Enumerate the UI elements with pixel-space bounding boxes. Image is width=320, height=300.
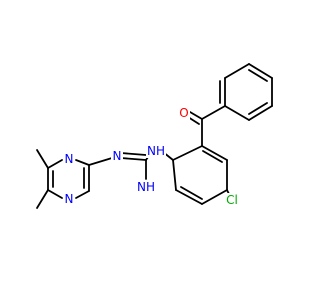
atom-n-pyrimidine-bottom: N (65, 192, 74, 206)
bond (120, 152, 147, 156)
bond (47, 189, 63, 199)
bond (180, 186, 203, 200)
bond (172, 159, 177, 191)
bond (75, 159, 90, 166)
bond (201, 145, 228, 161)
atom-n-pyrimidine-top: N (65, 152, 74, 166)
atom-n-imine: N (113, 149, 122, 163)
bond (175, 189, 203, 205)
bond (202, 150, 223, 163)
bond (75, 190, 90, 199)
bond (224, 63, 250, 79)
bond (36, 149, 49, 169)
bond (224, 105, 250, 121)
bond (88, 157, 113, 166)
atom-labels: N N N NH NH O Cl (63, 106, 240, 207)
bond (189, 111, 203, 120)
bond (248, 102, 268, 115)
atom-cl: Cl (226, 193, 238, 207)
bonds (36, 63, 273, 209)
bond (47, 159, 63, 169)
bond (248, 69, 268, 82)
bond (248, 63, 273, 79)
bond (248, 105, 273, 121)
chemical-structure-diagram: N N N NH NH O Cl (36, 63, 273, 209)
bond (172, 145, 203, 161)
bond (201, 105, 226, 120)
bond (201, 189, 228, 205)
atom-nh-imine: NH (137, 180, 155, 194)
atom-nh-amine: NH (147, 144, 165, 158)
bond (120, 157, 147, 161)
bond (36, 189, 49, 209)
atom-o-carbonyl: O (179, 106, 188, 120)
